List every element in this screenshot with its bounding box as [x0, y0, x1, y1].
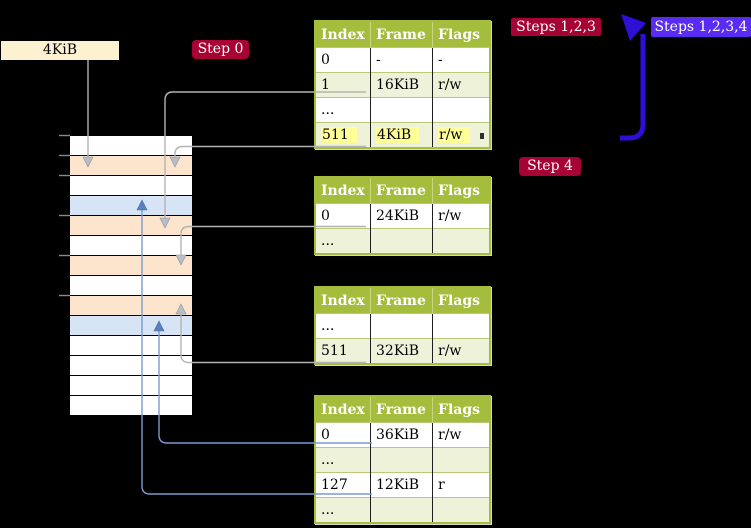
table-cell: 0: [315, 203, 371, 229]
table-row: 0--: [315, 47, 490, 73]
table-cell: ...: [315, 313, 371, 339]
table-cell: [370, 228, 433, 254]
table-cell: r/w: [432, 122, 490, 148]
table-cell: -: [370, 47, 433, 73]
memory-frame-row-white: [70, 356, 192, 376]
steps1234-badge: Steps 1,2,3,4: [651, 17, 751, 37]
header-cell-index: Index: [315, 177, 371, 204]
table-cell: 12KiB: [370, 472, 433, 498]
table-cell: 511: [315, 338, 371, 364]
table-cell: 24KiB: [370, 203, 433, 229]
memory-frame-row-peach: [70, 296, 192, 316]
memory-frame-row-white: [70, 136, 192, 156]
header-cell-flags: Flags: [432, 21, 490, 48]
table-row: 511 4KiB r/w: [315, 122, 490, 148]
frame-size-label: 4KiB: [1, 41, 119, 60]
step4-badge: Step 4: [519, 157, 581, 176]
connector-t1row511-to-4kib: [169, 145, 366, 168]
table-cell: [370, 97, 433, 123]
highlighted-value: r/w: [438, 127, 471, 143]
table-cell: [432, 97, 490, 123]
table-cell: -: [432, 47, 490, 73]
table-cell: ...: [315, 228, 371, 254]
table-cell: [370, 313, 433, 339]
table-cell: [370, 497, 433, 523]
header-cell-frame: Frame: [370, 287, 433, 314]
header-cell-index: Index: [315, 396, 371, 423]
header-cell-frame: Frame: [370, 21, 433, 48]
memory-frame-row-white: [70, 276, 192, 296]
steps-loop-arrow: [620, 14, 646, 141]
header-cell-flags: Flags: [432, 177, 490, 204]
highlighted-value: 511: [321, 127, 357, 143]
memory-frame-row-white: [70, 396, 192, 416]
table-cell: ...: [315, 97, 371, 123]
table-cell: [432, 313, 490, 339]
table-cell: 32KiB: [370, 338, 433, 364]
memory-address-ticks: [59, 134, 70, 297]
table-cell: ...: [315, 497, 371, 523]
table-cell: ...: [315, 447, 371, 473]
table-cell: r/w: [432, 72, 490, 98]
physical-memory-column: [70, 135, 192, 416]
table-cell: r/w: [432, 422, 490, 448]
table-cell: 4KiB: [370, 122, 433, 148]
memory-frame-row-peach: [70, 256, 192, 276]
table-cell: 0: [315, 422, 371, 448]
step0-badge: Step 0: [192, 40, 249, 59]
table-cell: r/w: [432, 203, 490, 229]
header-cell-frame: Frame: [370, 177, 433, 204]
header-cell-flags: Flags: [432, 396, 490, 423]
table-cell: 127: [315, 472, 371, 498]
table-row: ...: [315, 447, 490, 473]
memory-frame-row-white: [70, 176, 192, 196]
highlighted-value: 4KiB: [376, 127, 420, 143]
table-cell: 36KiB: [370, 422, 433, 448]
table-cell: r: [432, 472, 490, 498]
memory-frame-row-peach: [70, 216, 192, 236]
header-cell-index: Index: [315, 21, 371, 48]
memory-frame-row-blue: [70, 316, 192, 336]
table-cell: 511: [315, 122, 371, 148]
header-cell-flags: Flags: [432, 287, 490, 314]
table-cell: [370, 447, 433, 473]
table-row: ...: [315, 313, 490, 339]
memory-frame-row-blue: [70, 196, 192, 216]
table-cell: r/w: [432, 338, 490, 364]
table-cell: [432, 228, 490, 254]
table-cell: [432, 447, 490, 473]
memory-frame-row-white: [70, 236, 192, 256]
table-cell: 1: [315, 72, 371, 98]
table-row: ...: [315, 497, 490, 523]
memory-frame-row-white: [70, 376, 192, 396]
table-cell: 16KiB: [370, 72, 433, 98]
steps123-badge: Steps 1,2,3: [511, 18, 601, 36]
table-cell: [432, 497, 490, 523]
header-cell-index: Index: [315, 287, 371, 314]
memory-frame-row-peach: [70, 156, 192, 176]
memory-frame-row-white: [70, 336, 192, 356]
table-row: ...: [315, 228, 490, 254]
header-cell-frame: Frame: [370, 396, 433, 423]
table-cell: 0: [315, 47, 371, 73]
table-row: ...: [315, 97, 490, 123]
